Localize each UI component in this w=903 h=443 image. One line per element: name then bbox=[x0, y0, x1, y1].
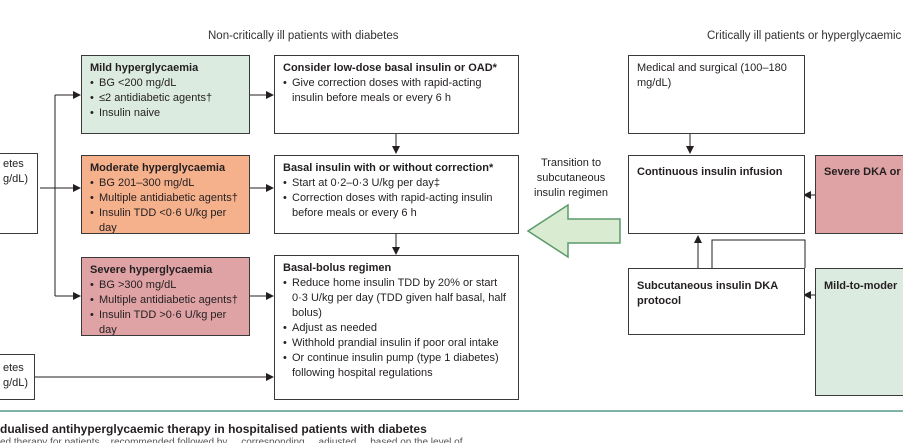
header-critical: Critically ill patients or hyperglycaemi… bbox=[707, 30, 903, 42]
transition-arrow bbox=[526, 203, 621, 259]
moderate-item: BG 201–300 mg/dL bbox=[90, 176, 241, 191]
mild-hyperglycaemia-box: Mild hyperglycaemia BG <200 mg/dL ≤2 ant… bbox=[81, 55, 250, 134]
mild-item: BG <200 mg/dL bbox=[90, 76, 241, 91]
left-group-bottom-line2: g/dL) bbox=[3, 377, 29, 389]
subcutaneous-dka-box: Subcutaneous insulin DKA protocol bbox=[628, 268, 805, 335]
moderate-item: Insulin TDD <0·6 U/kg per day bbox=[90, 206, 241, 233]
basal-item: Start at 0·2–0·3 U/kg per day‡ bbox=[283, 176, 510, 191]
mild-to-moderate-title: Mild-to-moder bbox=[824, 280, 898, 292]
medical-surgical-box: Medical and surgical (100–180 mg/dL) bbox=[628, 55, 805, 134]
continuous-insulin-box: Continuous insulin infusion bbox=[628, 155, 805, 234]
basal-item: Correction doses with rapid-acting insul… bbox=[283, 191, 510, 221]
severe-hyperglycaemia-box: Severe hyperglycaemia BG >300 mg/dL Mult… bbox=[81, 257, 250, 336]
moderate-hyperglycaemia-box: Moderate hyperglycaemia BG 201–300 mg/dL… bbox=[81, 155, 250, 234]
severe-item: Insulin TDD >0·6 U/kg per day bbox=[90, 308, 241, 335]
mild-item: Insulin naive bbox=[90, 106, 241, 121]
mild-title: Mild hyperglycaemia bbox=[90, 62, 199, 74]
transition-label: Transition to subcutaneous insulin regim… bbox=[534, 157, 608, 199]
subcutaneous-dka-title: Subcutaneous insulin DKA protocol bbox=[637, 280, 778, 307]
severe-dka-box: Severe DKA or H bbox=[815, 155, 903, 234]
severe-item: BG >300 mg/dL bbox=[90, 278, 241, 293]
severe-title: Severe hyperglycaemia bbox=[90, 264, 213, 276]
basal-bolus-item: Or continue insulin pump (type 1 diabete… bbox=[283, 351, 510, 381]
medical-surgical-text: Medical and surgical (100–180 mg/dL) bbox=[637, 62, 787, 89]
basal-bolus-item: Reduce home insulin TDD by 20% or start … bbox=[283, 276, 510, 321]
severe-dka-title: Severe DKA or H bbox=[824, 166, 903, 178]
caption-cut-text: ed therapy for patients... recommended f… bbox=[0, 437, 471, 443]
figure-caption: dualised antihyperglycaemic therapy in h… bbox=[0, 422, 427, 436]
moderate-title: Moderate hyperglycaemia bbox=[90, 162, 226, 174]
low-dose-item: Give correction doses with rapid-acting … bbox=[283, 76, 510, 106]
left-group-top-line1: etes bbox=[3, 158, 24, 170]
mild-item: ≤2 antidiabetic agents† bbox=[90, 91, 241, 106]
low-dose-basal-box: Consider low-dose basal insulin or OAD* … bbox=[274, 55, 519, 134]
header-non-critical: Non-critically ill patients with diabete… bbox=[208, 30, 399, 42]
continuous-insulin-title: Continuous insulin infusion bbox=[637, 166, 783, 178]
moderate-item: Multiple antidiabetic agents† bbox=[90, 191, 241, 206]
left-group-box-top: etes g/dL) bbox=[0, 153, 38, 234]
mild-to-moderate-box: Mild-to-moder bbox=[815, 268, 903, 396]
basal-bolus-item: Withhold prandial insulin if poor oral i… bbox=[283, 336, 510, 351]
left-group-top-line2: g/dL) bbox=[3, 173, 29, 185]
severe-item: Multiple antidiabetic agents† bbox=[90, 293, 241, 308]
basal-bolus-box: Basal-bolus regimen Reduce home insulin … bbox=[274, 255, 519, 400]
figure-divider bbox=[0, 410, 903, 412]
basal-bolus-item: Adjust as needed bbox=[283, 321, 510, 336]
low-dose-title: Consider low-dose basal insulin or OAD* bbox=[283, 62, 497, 74]
basal-title: Basal insulin with or without correction… bbox=[283, 162, 494, 174]
basal-insulin-box: Basal insulin with or without correction… bbox=[274, 155, 519, 234]
left-group-bottom-line1: etes bbox=[3, 362, 24, 374]
basal-bolus-title: Basal-bolus regimen bbox=[283, 262, 392, 274]
left-group-box-bottom: etes g/dL) bbox=[0, 354, 35, 400]
